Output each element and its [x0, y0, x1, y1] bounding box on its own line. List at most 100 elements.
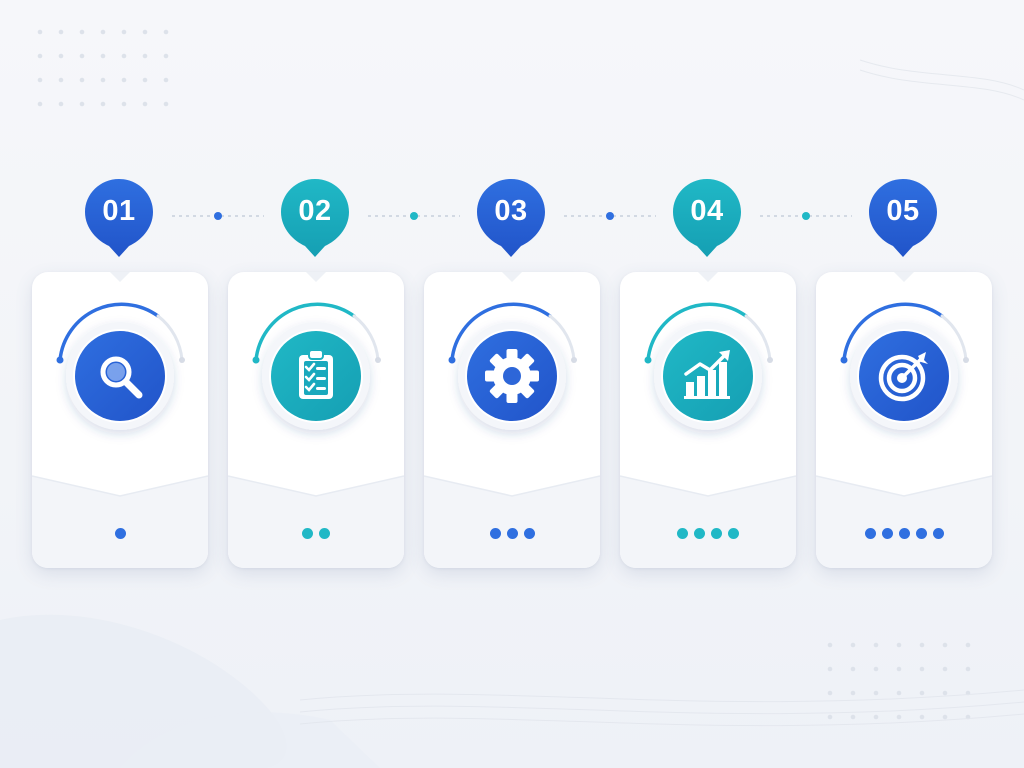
- step-icon-badge: [252, 302, 381, 430]
- progress-arc-dot: [252, 356, 260, 364]
- decorative-dot: [58, 77, 64, 83]
- step-number-pin: 05: [867, 177, 939, 261]
- step-number: 02: [298, 195, 332, 227]
- step-icon-badge: [448, 302, 577, 430]
- decorative-dot-grid-bottom-right: [827, 642, 971, 720]
- pin-marker-shape: [673, 179, 741, 257]
- level-dot: [489, 528, 501, 539]
- step-card: [228, 272, 404, 568]
- step-number-pin: 03: [475, 177, 547, 261]
- progress-arc-track: [940, 314, 968, 362]
- pin-marker-shape: [477, 179, 545, 257]
- connector-dot: [802, 212, 810, 220]
- decorative-dot: [896, 690, 902, 696]
- decorative-dot: [919, 666, 925, 672]
- decorative-dot: [142, 101, 148, 107]
- decorative-dot: [850, 666, 856, 672]
- step-connector: [564, 208, 656, 220]
- connector-dot: [606, 212, 614, 220]
- progress-arc-track: [744, 314, 772, 362]
- decorative-dot: [79, 77, 85, 83]
- card-lower-panel: [816, 272, 992, 568]
- step-level-dots: [228, 528, 404, 540]
- decorative-dot: [942, 666, 948, 672]
- decorative-dot: [850, 714, 856, 720]
- step-number-pin: 01: [83, 177, 155, 261]
- gear-icon: [485, 349, 539, 403]
- decorative-dot: [163, 101, 169, 107]
- decorative-dot: [919, 714, 925, 720]
- clipboard-checklist-icon: [299, 349, 333, 399]
- decorative-dot: [58, 53, 64, 59]
- step-card: [424, 272, 600, 568]
- level-dot: [915, 528, 927, 539]
- step-card: [620, 272, 796, 568]
- decorative-dot: [873, 714, 879, 720]
- decorative-dot: [827, 714, 833, 720]
- decorative-dot: [142, 53, 148, 59]
- decorative-dot: [121, 53, 127, 59]
- progress-arc: [58, 302, 160, 362]
- progress-arc-dot: [840, 356, 848, 364]
- decorative-dot: [896, 666, 902, 672]
- target-icon: [878, 352, 928, 402]
- step-level-dots: [816, 528, 992, 540]
- decorative-dot: [121, 77, 127, 83]
- level-dot: [319, 528, 330, 539]
- decorative-dot: [896, 642, 902, 648]
- decorative-dot: [163, 77, 169, 83]
- card-lower-panel: [620, 272, 796, 568]
- decorative-dot: [37, 29, 43, 35]
- progress-arc-track: [548, 314, 576, 362]
- progress-arc: [646, 302, 748, 362]
- decorative-dot: [37, 77, 43, 83]
- progress-arc-dot: [448, 356, 456, 364]
- decorative-dot: [100, 101, 106, 107]
- step-icon-badge: [644, 302, 773, 430]
- pin-marker-shape: [869, 179, 937, 257]
- decorative-dot: [965, 642, 971, 648]
- decorative-dot: [121, 101, 127, 107]
- level-dot: [694, 528, 705, 539]
- decorative-dot: [919, 690, 925, 696]
- step-card: [816, 272, 992, 568]
- decorative-dot: [142, 29, 148, 35]
- pin-marker-shape: [85, 179, 153, 257]
- step-number: 03: [494, 195, 528, 227]
- decorative-dot: [873, 642, 879, 648]
- decorative-dot: [79, 53, 85, 59]
- decorative-dot: [37, 101, 43, 107]
- level-dot: [864, 528, 876, 539]
- decorative-dot: [873, 666, 879, 672]
- bar-chart-growth-icon: [684, 350, 730, 399]
- decorative-dot: [163, 29, 169, 35]
- decorative-dot: [37, 53, 43, 59]
- decorative-dot: [79, 101, 85, 107]
- step-number: 04: [690, 195, 724, 227]
- progress-arc-dot: [56, 356, 64, 364]
- level-dot: [898, 528, 910, 539]
- card-lower-panel: [228, 272, 404, 568]
- decorative-dot: [827, 642, 833, 648]
- step-connector: [760, 208, 852, 220]
- decorative-dot: [850, 642, 856, 648]
- decorative-dot: [827, 690, 833, 696]
- connector-dot: [410, 212, 418, 220]
- level-dot: [728, 528, 739, 539]
- magnifier-icon: [100, 356, 143, 399]
- step-number-pin: 02: [279, 177, 351, 261]
- progress-arc: [450, 302, 552, 362]
- decorative-dot: [100, 29, 106, 35]
- level-dot: [677, 528, 688, 539]
- decorative-dot: [58, 101, 64, 107]
- progress-arc-dot: [644, 356, 652, 364]
- step-icon-badge: [840, 302, 969, 430]
- decorative-lines-top-right: [859, 59, 1024, 101]
- step-card: [32, 272, 208, 568]
- step-number: 01: [102, 195, 136, 227]
- decorative-dot: [121, 29, 127, 35]
- level-dot: [932, 528, 944, 539]
- step-level-dots: [620, 528, 796, 540]
- level-dot: [506, 528, 518, 539]
